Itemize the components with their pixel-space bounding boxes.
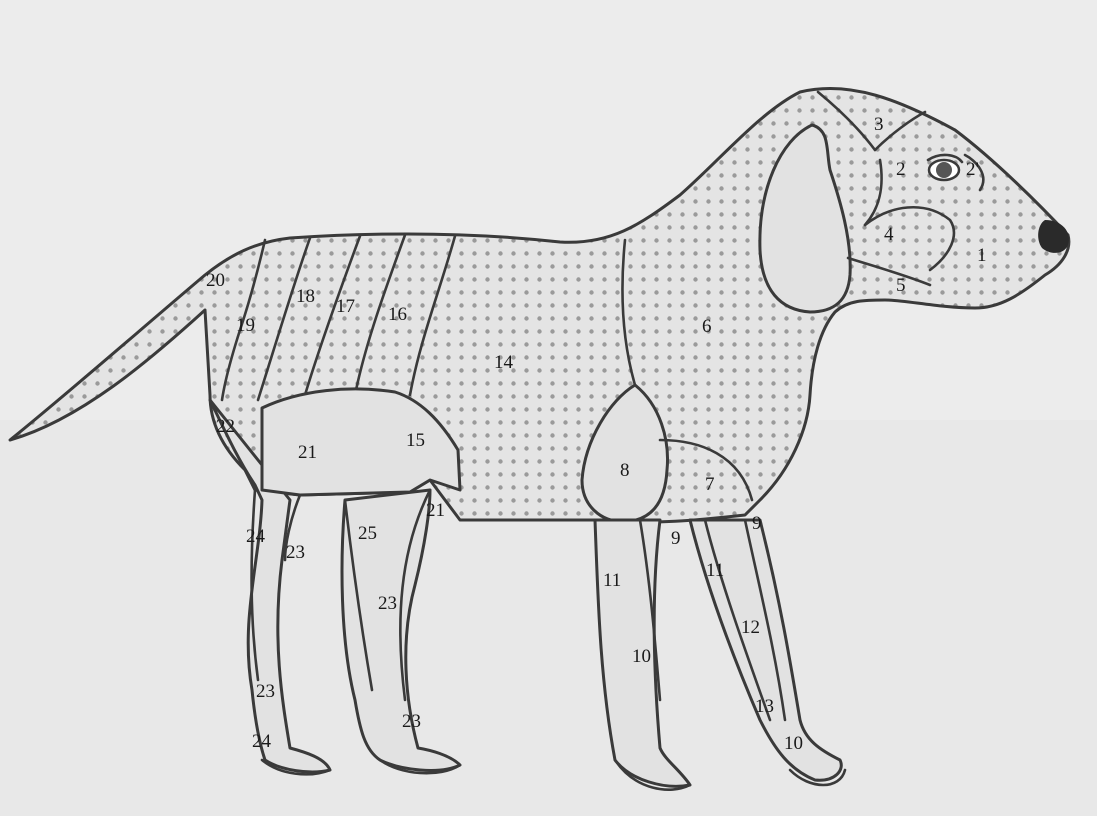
label-region-8: 8 [620, 460, 630, 481]
label-region-18: 18 [296, 286, 315, 307]
label-region-16: 16 [388, 304, 407, 325]
label-region-10-a: 10 [632, 646, 651, 667]
nose-icon [1038, 220, 1069, 253]
label-region-6: 6 [702, 316, 712, 337]
label-region-7: 7 [705, 474, 715, 495]
label-region-21-a: 21 [298, 442, 317, 463]
label-region-4: 4 [884, 224, 894, 245]
label-region-9-b: 9 [752, 513, 762, 534]
label-region-22: 22 [216, 416, 235, 437]
label-region-3: 3 [874, 114, 884, 135]
label-region-11-a: 11 [603, 570, 621, 591]
label-region-2-prime: 2' [966, 159, 979, 180]
label-region-23-d: 23 [402, 711, 421, 732]
label-region-13: 13 [755, 696, 774, 717]
label-region-23-b: 23 [378, 593, 397, 614]
label-region-10-b: 10 [784, 733, 803, 754]
label-region-12: 12 [741, 617, 760, 638]
label-region-17: 17 [336, 296, 355, 317]
label-region-23-c: 23 [256, 681, 275, 702]
label-region-20: 20 [206, 270, 225, 291]
label-region-2: 2 [896, 159, 906, 180]
label-region-15: 15 [406, 430, 425, 451]
label-region-24-b: 24 [252, 731, 272, 752]
label-region-23-a: 23 [286, 542, 305, 563]
label-region-24-a: 24 [246, 526, 266, 547]
label-region-21-b: 21 [426, 500, 445, 521]
label-region-14: 14 [494, 352, 514, 373]
label-region-1: 1 [977, 245, 987, 266]
label-region-25: 25 [358, 523, 377, 544]
label-region-9-a: 9 [671, 528, 681, 549]
label-region-19: 19 [236, 315, 255, 336]
label-region-5: 5 [896, 275, 906, 296]
label-region-11-b: 11 [706, 560, 724, 581]
